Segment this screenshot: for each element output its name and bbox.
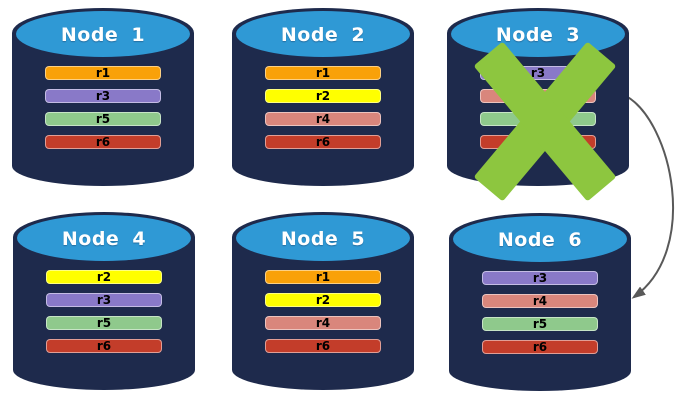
replica-bar: r3 <box>46 293 162 307</box>
node-title: Node 4 <box>61 228 147 250</box>
replica-bar: r6 <box>265 135 381 149</box>
replica-bar: r6 <box>482 340 598 354</box>
node-cylinder: Node 5 r1 r2 r4 r6 <box>232 212 414 390</box>
replica-bar-list: r1 r2 r4 r6 <box>232 212 414 390</box>
node-title: Node 2 <box>280 24 366 46</box>
cylinder-top-ellipse <box>16 11 190 57</box>
replica-bar: r2 <box>265 89 381 103</box>
replica-bar: r6 <box>265 339 381 353</box>
failover-arrow-path <box>625 95 675 299</box>
node-title: Node 6 <box>497 229 583 251</box>
replica-bar: r5 <box>482 317 598 331</box>
cylinder-top-ellipse <box>236 11 410 57</box>
node-cylinder: Node 3 r3 r4 r5 r6 <box>447 8 629 202</box>
replica-bar-list: r3 r4 r5 r6 <box>449 213 631 391</box>
node-title: Node 5 <box>280 228 366 250</box>
replica-bar-list: r2 r3 r5 r6 <box>13 212 195 390</box>
replica-bar: r6 <box>46 339 162 353</box>
replica-bar: r5 <box>45 112 161 126</box>
replica-bar: r1 <box>265 66 381 80</box>
replica-bar: r4 <box>482 294 598 308</box>
replica-bar: r1 <box>45 66 161 80</box>
replica-bar: r6 <box>480 135 596 149</box>
node-cylinder: Node 6 r3 r4 r5 r6 <box>449 213 631 391</box>
replica-bar: r1 <box>265 270 381 284</box>
replica-bar: r5 <box>46 316 162 330</box>
replica-bar: r4 <box>265 316 381 330</box>
node-cylinder: Node 2 r1 r2 r4 r6 <box>232 8 414 186</box>
replica-bar: r3 <box>482 271 598 285</box>
replica-bar: r6 <box>45 135 161 149</box>
replica-bar-list: r3 r4 r5 r6 <box>447 8 629 186</box>
cylinder-top-ellipse <box>236 215 410 261</box>
replica-bar: r2 <box>265 293 381 307</box>
replica-bar: r2 <box>46 270 162 284</box>
replica-bar-list: r1 r3 r5 r6 <box>12 8 194 186</box>
replica-bar: r4 <box>480 89 596 103</box>
replica-bar: r3 <box>45 89 161 103</box>
replica-bar: r5 <box>480 112 596 126</box>
replica-bar: r3 <box>480 66 596 80</box>
cylinder-top-ellipse <box>453 216 627 262</box>
replica-bar: r4 <box>265 112 381 126</box>
node-cylinder: Node 4 r2 r3 r5 r6 <box>13 212 195 390</box>
replica-bar-list: r1 r2 r4 r6 <box>232 8 414 186</box>
node-title: Node 1 <box>60 24 146 46</box>
cylinder-top-ellipse <box>17 215 191 261</box>
node-title: Node 3 <box>495 24 581 46</box>
node-cylinder: Node 1 r1 r3 r5 r6 <box>12 8 194 186</box>
